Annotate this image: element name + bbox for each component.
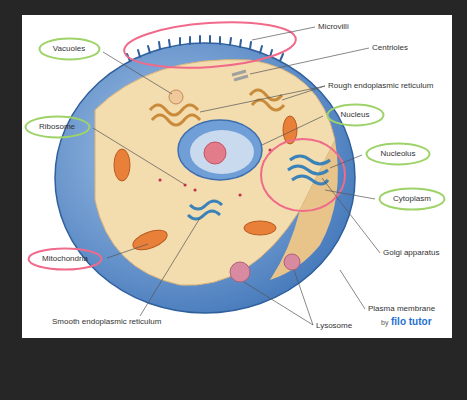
watermark: filo tutor — [391, 315, 432, 328]
circled-label: Ribosome — [24, 115, 91, 139]
annotation-ellipse-outline — [327, 105, 383, 126]
leader-line — [107, 244, 148, 258]
circled-label: Nucleolus — [365, 142, 431, 166]
part-label: Golgi apparatus — [383, 248, 439, 258]
leader-lines — [93, 27, 380, 325]
nucleus — [178, 120, 262, 180]
mitochondrion — [244, 221, 276, 235]
mitochondria — [114, 116, 297, 254]
leader-line — [340, 270, 365, 309]
part-label: Plasma membrane — [368, 304, 435, 314]
leader-line — [250, 48, 369, 74]
circled-label: Nucleus — [326, 103, 385, 127]
circled-label: Vacuoles — [38, 37, 101, 61]
mitochondrion — [114, 149, 130, 181]
leader-line — [322, 178, 380, 253]
part-label: Smooth endoplasmic reticulum — [52, 317, 161, 327]
annotation-ellipse-outline — [29, 249, 102, 270]
leader-line — [103, 52, 172, 94]
label-text: Nucleus — [341, 110, 370, 120]
centrioles — [232, 71, 248, 80]
annotation-loop — [123, 17, 298, 73]
golgi-apparatus — [188, 156, 330, 219]
ribosomes — [160, 150, 270, 195]
microvilli — [127, 36, 283, 61]
nucleolus — [204, 142, 226, 164]
part-label: Microvilli — [318, 22, 349, 32]
nucleus-inner — [190, 130, 254, 174]
lysosome — [230, 262, 250, 282]
vacuole — [169, 90, 183, 104]
label-text: Ribosome — [39, 122, 75, 132]
annotation-ellipse-outline — [380, 189, 445, 210]
annotation-loop — [261, 139, 345, 211]
part-label: Rough endoplasmic reticulum — [328, 81, 433, 91]
rough-er — [150, 90, 284, 125]
leader-line — [244, 270, 313, 325]
leader-line — [252, 27, 315, 40]
annotation-ellipse-outline — [25, 117, 89, 138]
lysosome — [284, 254, 300, 270]
mitochondrion — [130, 226, 169, 253]
leader-line — [200, 86, 325, 112]
leader-line — [330, 155, 362, 168]
leader-line — [262, 116, 323, 145]
circled-label: Cytoplasm — [378, 187, 446, 211]
part-label: Centrioles — [372, 43, 408, 53]
leader-line — [93, 128, 184, 184]
label-text: Mitochondria — [42, 254, 88, 264]
cell-membrane — [55, 43, 355, 313]
annotation-ellipse-outline — [39, 39, 99, 60]
circled-label: Mitochondria — [27, 247, 103, 271]
leader-line — [140, 218, 200, 316]
part-label: Lysosome — [316, 321, 352, 331]
annotation-ellipse-outline — [367, 144, 430, 165]
label-text: Vacuoles — [53, 44, 85, 54]
watermark: by — [381, 318, 388, 328]
label-text: Nucleolus — [380, 149, 415, 159]
label-text: Cytoplasm — [393, 194, 431, 204]
